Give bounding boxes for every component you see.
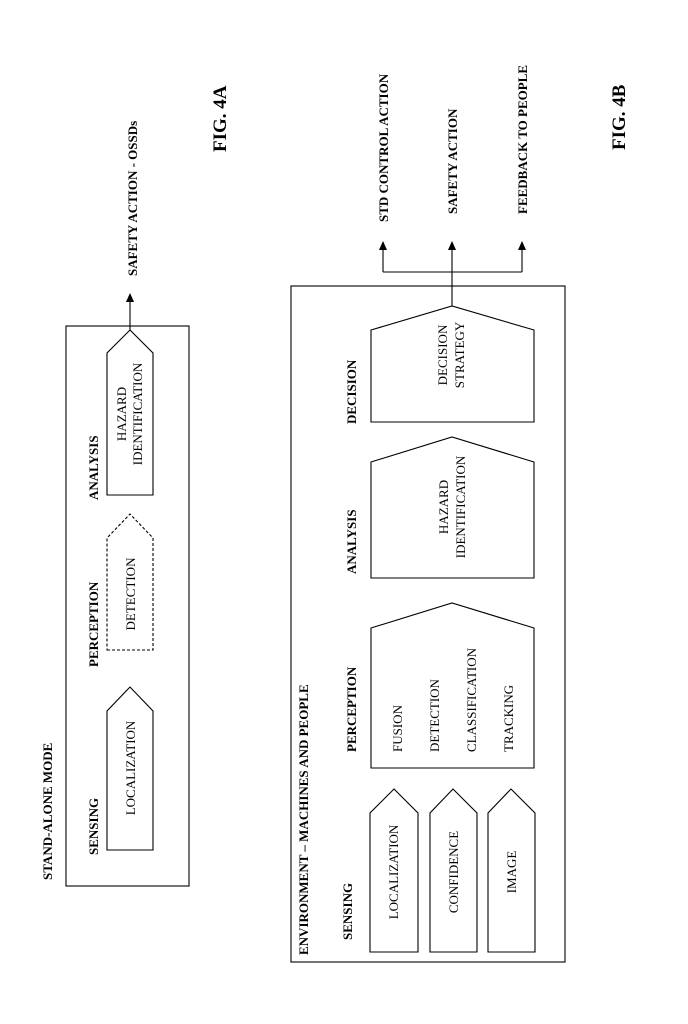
fig-4a-stage-analysis: ANALYSIS [86, 435, 101, 500]
fig-4a-figure-label: FIG. 4A [210, 85, 231, 152]
fig-4a-detection-label: DETECTION [123, 557, 138, 631]
fig-4b-perception-fusion: FUSION [390, 704, 405, 752]
fig-4b-output-safety: SAFETY ACTION [445, 108, 460, 214]
fig-4b-perception-classification: CLASSIFICATION [464, 647, 479, 752]
fig-4b-stage-perception: PERCEPTION [344, 666, 359, 752]
fig-4b-stage-sensing: SENSING [340, 883, 355, 940]
fig-4b-perception-tracking: TRACKING [501, 685, 516, 752]
fig-4b-analysis-label-1: HAZARD [436, 480, 451, 534]
fig-4a-hazard-label-1: HAZARD [114, 387, 129, 441]
fig-4b-decision-label-2: STRATEGY [452, 321, 467, 388]
fig-4b: ENVIRONMENT – MACHINES AND PEOPLE SENSIN… [291, 65, 630, 962]
fig-4a-title: STAND-ALONE MODE [40, 743, 55, 880]
fig-4b-decision-label-1: DECISION [435, 324, 450, 385]
fig-4b-figure-label: FIG. 4B [609, 84, 630, 150]
fig-4b-title: ENVIRONMENT – MACHINES AND PEOPLE [296, 684, 311, 955]
fig-4a-localization-label: LOCALIZATION [123, 720, 138, 815]
fig-4b-image-label: IMAGE [504, 851, 519, 894]
fig-4b-analysis-label-2: IDENTIFICATION [453, 455, 468, 558]
fig-4a-hazard-label-2: IDENTIFICATION [130, 362, 145, 465]
fig-4b-output-std-control: STD CONTROL ACTION [376, 73, 391, 222]
fig-4b-confidence-label: CONFIDENCE [446, 831, 461, 913]
fig-4a-stage-perception: PERCEPTION [86, 581, 101, 667]
fig-4b-perception-detection: DETECTION [427, 678, 442, 752]
fig-4b-stage-decision: DECISION [344, 359, 359, 424]
fig-4a-stage-sensing: SENSING [86, 798, 101, 855]
fig-4b-localization-label: LOCALIZATION [386, 824, 401, 919]
fig-4b-output-feedback: FEEDBACK TO PEOPLE [515, 65, 530, 214]
fig-4b-stage-analysis: ANALYSIS [344, 509, 359, 574]
fig-4a: STAND-ALONE MODE SENSING PERCEPTION ANAL… [40, 85, 231, 886]
fig-4a-output-label: SAFETY ACTION - OSSDs [125, 121, 140, 276]
